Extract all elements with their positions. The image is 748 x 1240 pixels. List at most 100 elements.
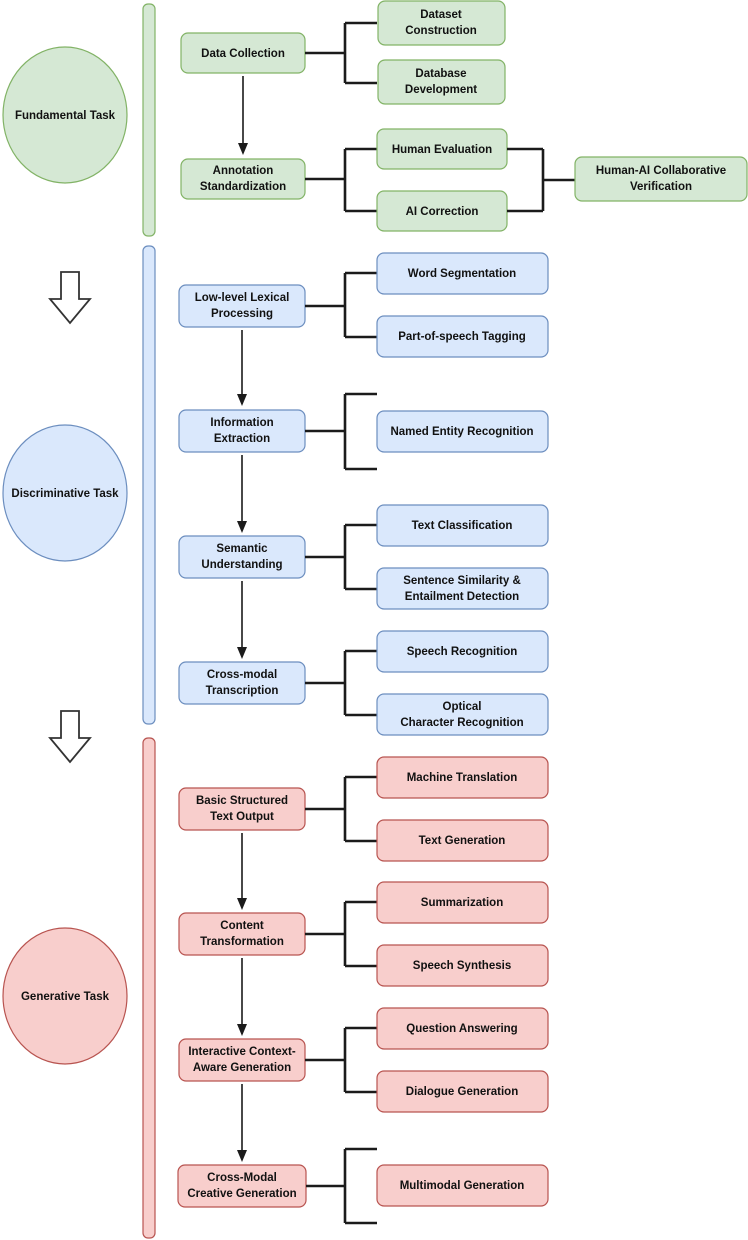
node-text-line2: Construction <box>405 25 477 37</box>
node-sentence-similarity-entailment[interactable]: Sentence Similarity & Entailment Detecti… <box>376 567 549 610</box>
node-semantic-understanding[interactable]: Semantic Understanding <box>178 535 306 579</box>
node-multimodal-generation[interactable]: Multimodal Generation <box>376 1164 549 1207</box>
node-text: Multimodal Generation <box>400 1180 525 1192</box>
node-text-line1: Annotation <box>213 165 274 177</box>
node-low-level-lexical-processing[interactable]: Low-level Lexical Processing <box>178 284 306 328</box>
node-word-segmentation[interactable]: Word Segmentation <box>376 252 549 295</box>
node-text-line2: Extraction <box>214 433 270 445</box>
node-text-line1: Cross-Modal <box>207 1172 277 1184</box>
node-summarization[interactable]: Summarization <box>376 881 549 924</box>
node-cross-modal-creative-generation[interactable]: Cross-Modal Creative Generation <box>177 1164 307 1208</box>
node-interactive-context-aware-generation[interactable]: Interactive Context- Aware Generation <box>178 1038 306 1082</box>
bracket-data-collection <box>305 21 377 85</box>
bracket-cross-modal-creative <box>306 1147 377 1225</box>
node-human-ai-collaborative-verification[interactable]: Human-AI Collaborative Verification <box>574 156 748 202</box>
flow-arrow-extraction-to-semantic <box>237 455 247 533</box>
bracket-cross-modal-transcription <box>305 649 377 717</box>
node-text-line1: Low-level Lexical <box>195 292 290 304</box>
bracket-content-transformation <box>305 900 377 968</box>
node-optical-character-recognition[interactable]: Optical Character Recognition <box>376 693 549 736</box>
node-text-line2: Text Output <box>210 811 274 823</box>
node-box <box>377 0 506 46</box>
node-question-answering[interactable]: Question Answering <box>376 1007 549 1050</box>
node-text-line2: Transformation <box>200 936 284 948</box>
node-text-line2: Aware Generation <box>193 1062 291 1074</box>
node-box <box>377 59 506 105</box>
stage-transition-arrow-2 <box>48 710 92 764</box>
node-text-line1: Content <box>220 920 264 932</box>
node-text-line1: Basic Structured <box>196 795 288 807</box>
node-dataset-construction[interactable]: Dataset Construction <box>377 0 506 46</box>
node-text: Dialogue Generation <box>406 1086 518 1098</box>
node-speech-recognition[interactable]: Speech Recognition <box>376 630 549 673</box>
node-dialogue-generation[interactable]: Dialogue Generation <box>376 1070 549 1113</box>
bracket-human-ai-merge <box>507 147 575 213</box>
node-text-line2: Processing <box>211 308 273 320</box>
node-text: Data Collection <box>201 48 285 60</box>
node-text: Summarization <box>421 897 503 909</box>
bracket-low-level-lexical <box>305 271 377 339</box>
flow-arrow-interactive-to-crossmodal <box>237 1084 247 1162</box>
node-text-line1: Sentence Similarity & <box>403 575 521 587</box>
node-text: Named Entity Recognition <box>390 426 533 438</box>
flow-arrow-lexical-to-extraction <box>237 330 247 406</box>
bracket-information-extraction <box>305 392 377 471</box>
stage-transition-arrow-1 <box>48 271 92 325</box>
node-box <box>574 156 748 202</box>
node-ai-correction[interactable]: AI Correction <box>376 190 508 232</box>
flow-arrow-collection-to-annotation <box>238 76 248 155</box>
node-text-generation[interactable]: Text Generation <box>376 819 549 862</box>
node-box <box>376 881 549 924</box>
stage-bar-fundamental <box>142 3 156 237</box>
flow-arrow-content-to-interactive <box>237 958 247 1036</box>
node-text-line1: Information <box>210 417 273 429</box>
bracket-basic-structured <box>305 775 377 843</box>
bracket-annotation-standardization <box>305 147 377 213</box>
bracket-interactive-context <box>305 1026 377 1094</box>
stage-ellipse-generative <box>2 927 128 1065</box>
node-text-line2: Understanding <box>201 559 282 571</box>
node-speech-synthesis[interactable]: Speech Synthesis <box>376 944 549 987</box>
node-part-of-speech-tagging[interactable]: Part-of-speech Tagging <box>376 315 549 358</box>
node-box <box>376 1007 549 1050</box>
node-text-line2: Entailment Detection <box>405 591 519 603</box>
node-text-line1: Human-AI Collaborative <box>596 165 726 177</box>
stage-label-fundamental: Fundamental Task <box>15 110 116 122</box>
node-machine-translation[interactable]: Machine Translation <box>376 756 549 799</box>
stage-label-generative: Generative Task <box>21 991 110 1003</box>
node-text-line1: Dataset <box>420 9 462 21</box>
node-data-collection[interactable]: Data Collection <box>180 32 306 74</box>
node-content-transformation[interactable]: Content Transformation <box>178 912 306 956</box>
stage-label-discriminative: Discriminative Task <box>11 488 119 500</box>
node-box <box>376 315 549 358</box>
node-text: Machine Translation <box>407 772 518 784</box>
stage-bar-discriminative <box>142 245 156 725</box>
node-text-line1: Semantic <box>216 543 268 555</box>
node-cross-modal-transcription[interactable]: Cross-modal Transcription <box>178 661 306 705</box>
node-text-line1: Cross-modal <box>207 669 277 681</box>
node-text: Speech Synthesis <box>413 960 511 972</box>
node-box <box>376 252 549 295</box>
node-text: Text Classification <box>412 520 513 532</box>
node-text: Human Evaluation <box>392 144 492 156</box>
node-annotation-standardization[interactable]: Annotation Standardization <box>180 158 306 200</box>
node-text-line1: Interactive Context- <box>188 1046 296 1058</box>
node-text: Question Answering <box>406 1023 517 1035</box>
node-box <box>376 756 549 799</box>
node-named-entity-recognition[interactable]: Named Entity Recognition <box>376 410 549 453</box>
node-basic-structured-text-output[interactable]: Basic Structured Text Output <box>178 787 306 831</box>
node-text: Part-of-speech Tagging <box>398 331 526 343</box>
node-text-line1: Database <box>415 68 466 80</box>
node-box <box>376 1164 549 1207</box>
node-text-classification[interactable]: Text Classification <box>376 504 549 547</box>
node-box <box>376 1070 549 1113</box>
node-text-line2: Development <box>405 84 477 96</box>
node-text-line2: Transcription <box>206 685 279 697</box>
node-database-development[interactable]: Database Development <box>377 59 506 105</box>
node-information-extraction[interactable]: Information Extraction <box>178 409 306 453</box>
node-human-evaluation[interactable]: Human Evaluation <box>376 128 508 170</box>
flow-arrow-semantic-to-crossmodal <box>237 581 247 659</box>
node-text-line1: Optical <box>443 701 482 713</box>
bracket-semantic-understanding <box>305 523 377 591</box>
